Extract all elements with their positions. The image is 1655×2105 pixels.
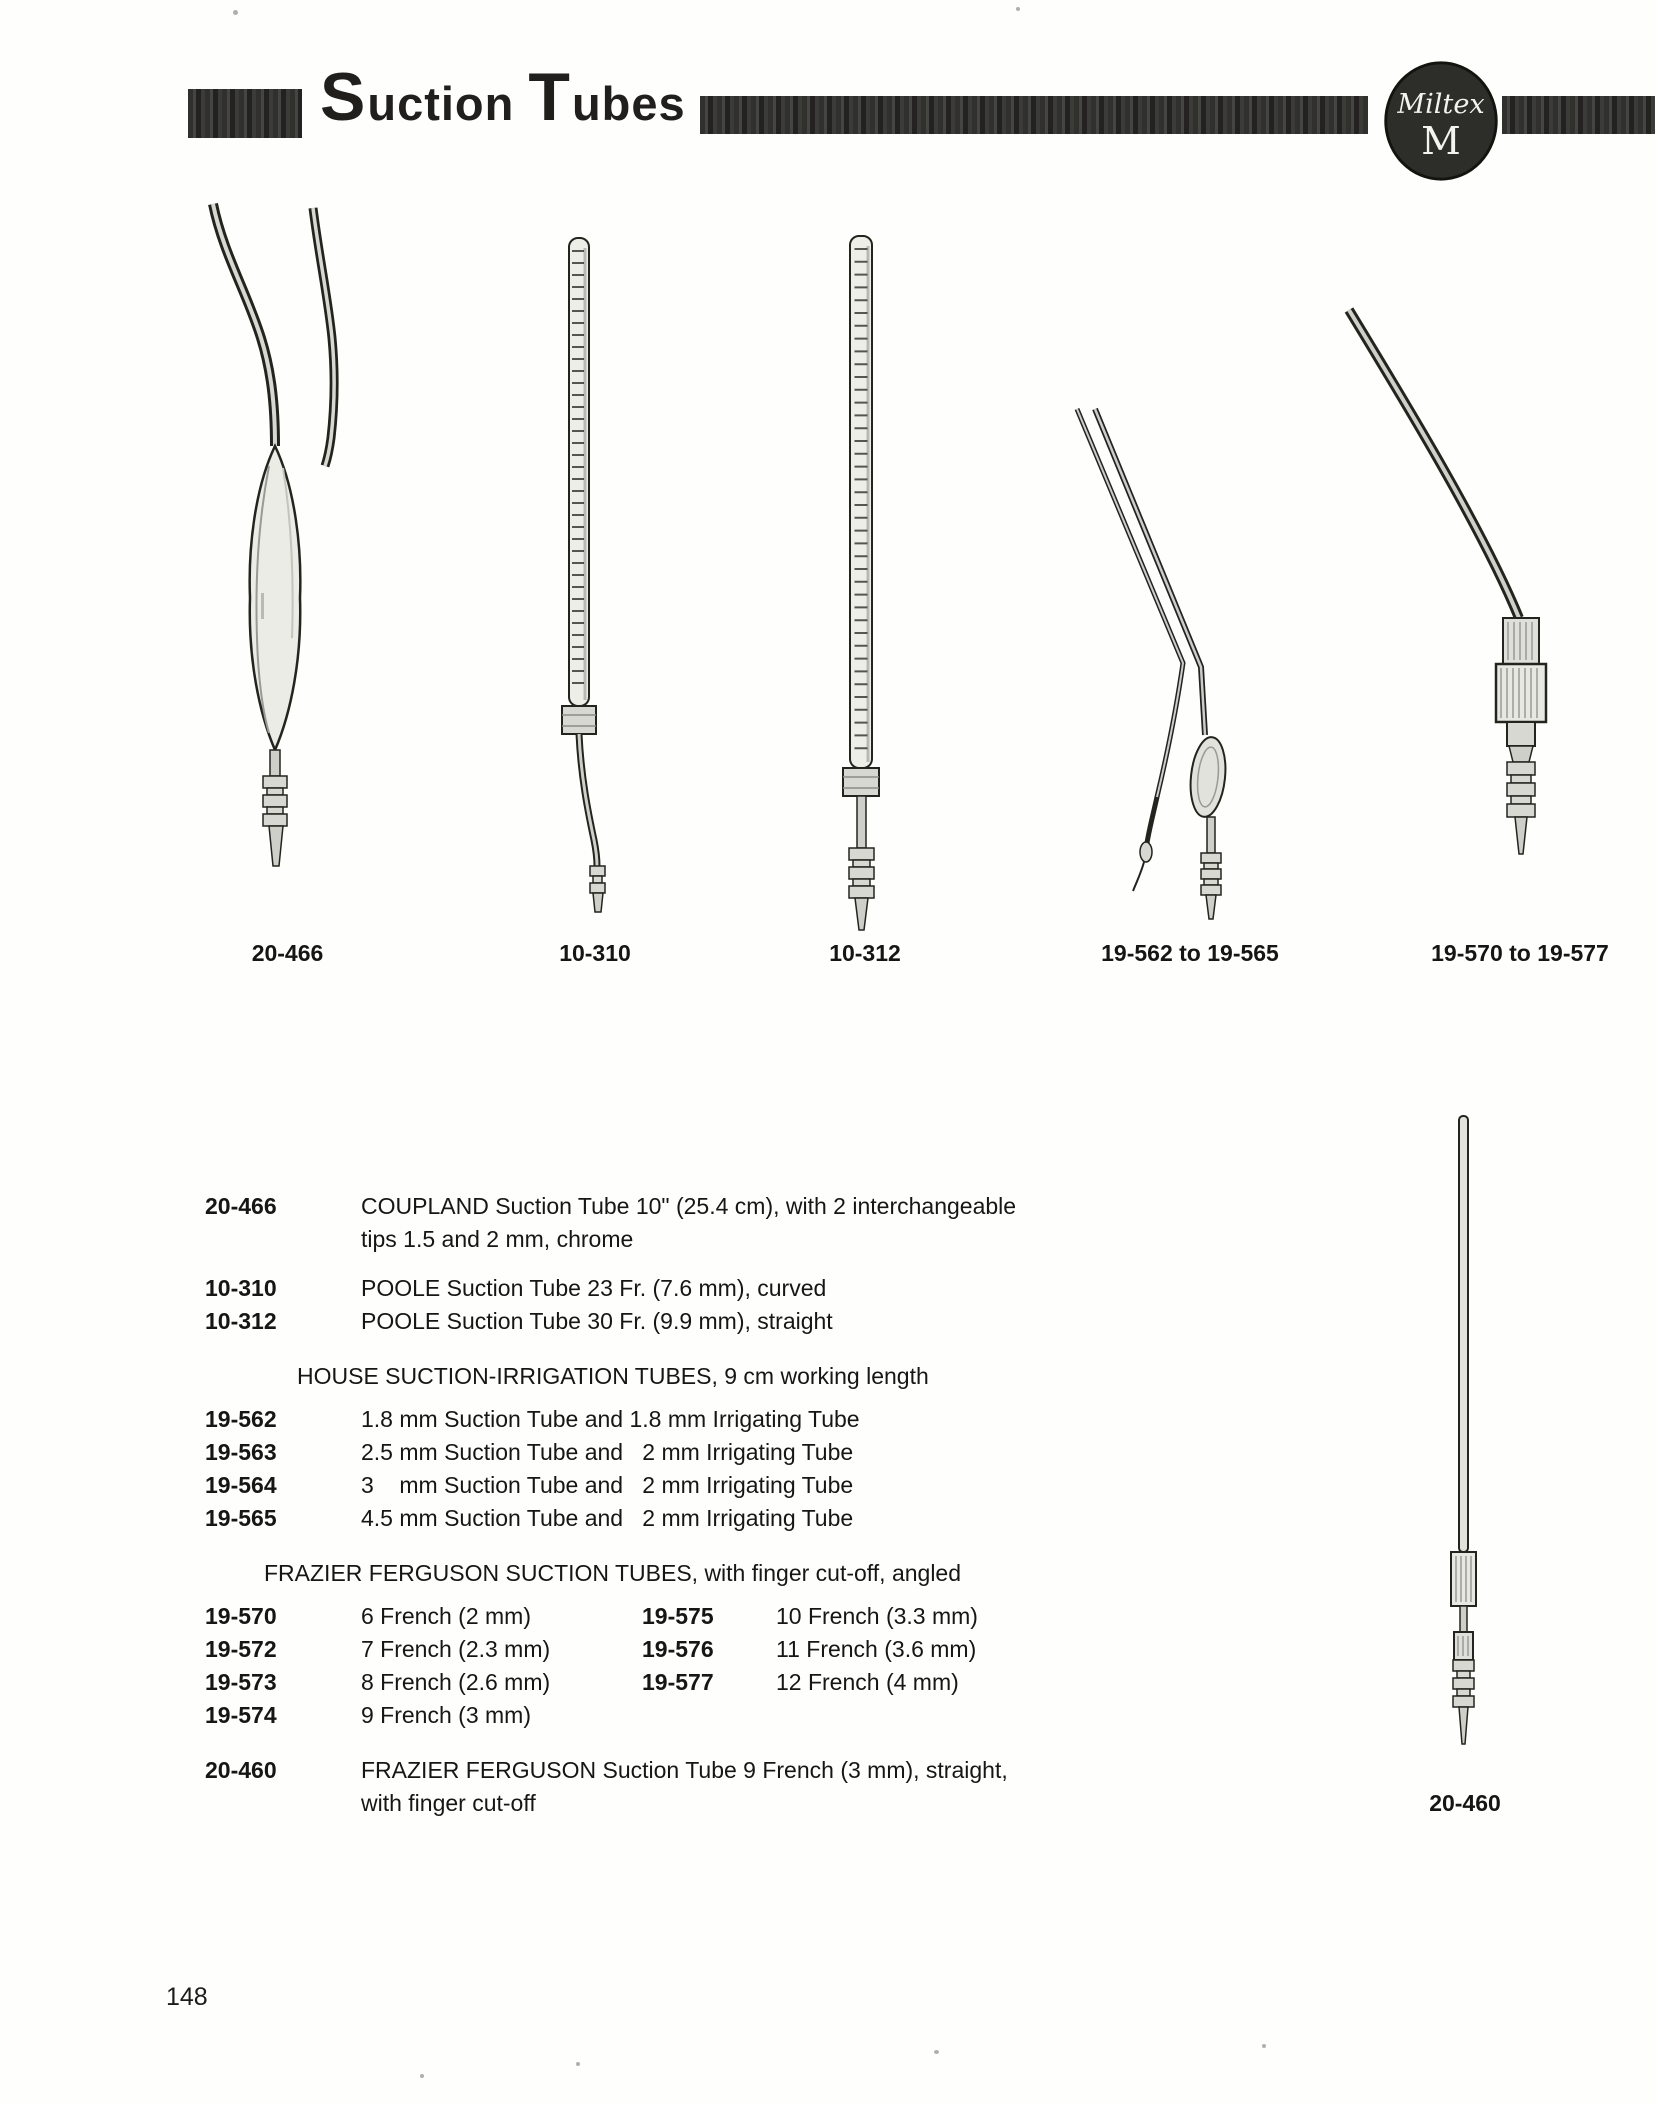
product-listing: 20-466 COUPLAND Suction Tube 10" (25.4 c…	[205, 1190, 1185, 1820]
frazier-group: 19-570 6 French (2 mm) 19-575 10 French …	[205, 1600, 1185, 1732]
page-title: S uction T ubes	[320, 58, 686, 136]
item-description: FRAZIER FERGUSON Suction Tube 9 French (…	[361, 1754, 1185, 1820]
figure-label-10-312: 10-312	[829, 940, 901, 966]
item-description: 12 French (4 mm)	[776, 1669, 959, 1695]
poole-straight-suction-tube-figure	[842, 235, 880, 931]
item-code	[642, 1699, 776, 1732]
listing-row-10-312: 10-312 POOLE Suction Tube 30 Fr. (9.9 mm…	[205, 1305, 1185, 1338]
item-description: POOLE Suction Tube 23 Fr. (7.6 mm), curv…	[361, 1275, 827, 1301]
figure-label-20-460: 20-460	[1429, 1790, 1501, 1816]
item-code: 19-565	[205, 1505, 277, 1531]
figure-label-19-570-577: 19-570 to 19-577	[1431, 940, 1609, 966]
listing-row-10-310: 10-310 POOLE Suction Tube 23 Fr. (7.6 mm…	[205, 1272, 1185, 1305]
figure-label-20-466: 20-466	[251, 940, 324, 966]
listing-row-19-574: 19-574 9 French (3 mm)	[205, 1699, 1185, 1732]
item-code: 19-575	[642, 1603, 714, 1629]
item-description: 9 French (3 mm)	[361, 1702, 531, 1728]
listing-row-19-570: 19-570 6 French (2 mm) 19-575 10 French …	[205, 1600, 1185, 1633]
listing-row-19-563: 19-563 2.5 mm Suction Tube and 2 mm Irri…	[205, 1436, 1185, 1469]
miltex-logo: Miltex M	[1384, 61, 1498, 181]
item-code: 19-563	[205, 1439, 277, 1465]
item-description-line: FRAZIER FERGUSON Suction Tube 9 French (…	[361, 1757, 1008, 1783]
poole-group: 10-310 POOLE Suction Tube 23 Fr. (7.6 mm…	[205, 1272, 1185, 1338]
item-description: 10 French (3.3 mm)	[776, 1603, 978, 1629]
scan-speck	[934, 2050, 939, 2054]
house-group: 19-562 1.8 mm Suction Tube and 1.8 mm Ir…	[205, 1403, 1185, 1535]
scan-speck	[576, 2062, 580, 2066]
item-code: 19-572	[205, 1636, 277, 1662]
listing-row-19-572: 19-572 7 French (2.3 mm) 19-576 11 Frenc…	[205, 1633, 1185, 1666]
item-description-line: tips 1.5 and 2 mm, chrome	[361, 1226, 634, 1252]
listing-row-19-565: 19-565 4.5 mm Suction Tube and 2 mm Irri…	[205, 1502, 1185, 1535]
item-code: 19-573	[205, 1669, 277, 1695]
scan-speck	[1262, 2044, 1266, 2048]
item-code: 19-577	[642, 1669, 714, 1695]
scan-speck	[420, 2074, 424, 2078]
house-suction-irrigation-tube-figure	[1074, 407, 1227, 920]
item-code: 19-570	[205, 1603, 277, 1629]
page-title-initial: T	[528, 59, 572, 135]
item-code: 19-576	[642, 1636, 714, 1662]
listing-row-19-562: 19-562 1.8 mm Suction Tube and 1.8 mm Ir…	[205, 1403, 1185, 1436]
page-title-word: ubes	[571, 77, 686, 130]
figure-label-19-562-565: 19-562 to 19-565	[1101, 940, 1279, 966]
listing-row-19-573: 19-573 8 French (2.6 mm) 19-577 12 Frenc…	[205, 1666, 1185, 1699]
item-description	[776, 1699, 1185, 1732]
item-code: 20-460	[205, 1757, 277, 1783]
header-band-right	[1502, 96, 1655, 134]
poole-curved-suction-tube-figure	[561, 237, 606, 913]
item-description: COUPLAND Suction Tube 10" (25.4 cm), wit…	[361, 1190, 1185, 1256]
figure-label-10-310: 10-310	[559, 940, 631, 966]
listing-row-20-466: 20-466 COUPLAND Suction Tube 10" (25.4 c…	[205, 1190, 1185, 1256]
frazier-section-header: FRAZIER FERGUSON SUCTION TUBES, with fin…	[264, 1560, 962, 1586]
item-code: 20-466	[205, 1193, 277, 1219]
item-description-line: COUPLAND Suction Tube 10" (25.4 cm), wit…	[361, 1193, 1017, 1219]
listing-row-19-564: 19-564 3 mm Suction Tube and 2 mm Irriga…	[205, 1469, 1185, 1502]
miltex-logo-letter: M	[1421, 119, 1461, 164]
house-section-header: HOUSE SUCTION-IRRIGATION TUBES, 9 cm wor…	[297, 1363, 929, 1389]
header-band-middle	[700, 96, 1368, 134]
frazier-ferguson-straight-tube-figure	[1450, 1115, 1477, 1745]
item-code: 10-312	[205, 1308, 277, 1334]
item-description: 4.5 mm Suction Tube and 2 mm Irrigating …	[361, 1505, 854, 1531]
item-code: 19-564	[205, 1472, 277, 1498]
item-code: 19-562	[205, 1406, 277, 1432]
item-description: 3 mm Suction Tube and 2 mm Irrigating Tu…	[361, 1472, 854, 1498]
item-description: 7 French (2.3 mm)	[361, 1636, 551, 1662]
miltex-logo-script: Miltex	[1396, 89, 1484, 120]
listing-row-20-460: 20-460 FRAZIER FERGUSON Suction Tube 9 F…	[205, 1754, 1185, 1820]
coupland-suction-tube-figure	[208, 202, 339, 867]
item-description: 1.8 mm Suction Tube and 1.8 mm Irrigatin…	[361, 1406, 860, 1432]
header-band-left	[188, 89, 302, 138]
item-description: 11 French (3.6 mm)	[776, 1636, 977, 1662]
item-description: POOLE Suction Tube 30 Fr. (9.9 mm), stra…	[361, 1308, 833, 1334]
page-number: 148	[166, 1983, 208, 2011]
frazier-ferguson-angled-tube-figure	[1344, 307, 1548, 855]
page-title-initial: S	[320, 59, 368, 135]
page-title-word: uction	[367, 77, 529, 130]
item-code: 19-574	[205, 1702, 277, 1728]
item-description-line: with finger cut-off	[361, 1790, 536, 1816]
scan-speck	[1016, 7, 1020, 11]
item-description: 8 French (2.6 mm)	[361, 1669, 551, 1695]
scan-speck	[233, 10, 238, 15]
item-description: 2.5 mm Suction Tube and 2 mm Irrigating …	[361, 1439, 854, 1465]
item-code: 10-310	[205, 1275, 277, 1301]
item-description: 6 French (2 mm)	[361, 1603, 531, 1629]
